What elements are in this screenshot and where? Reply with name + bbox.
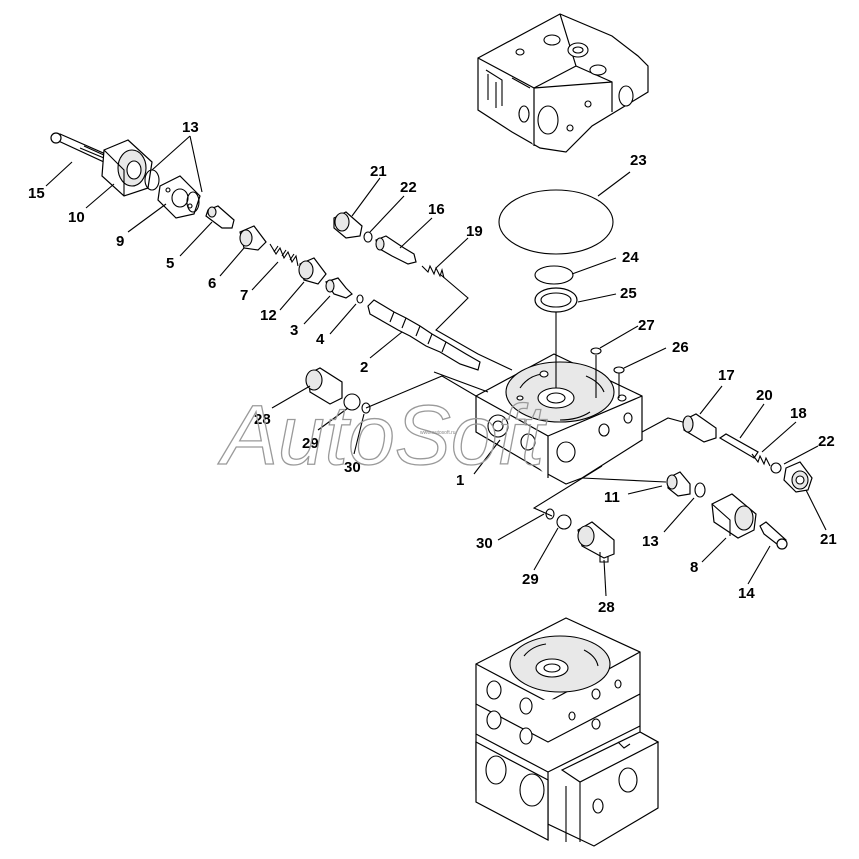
callout-24: 24: [622, 249, 639, 266]
plug-28-left: [305, 367, 343, 405]
callout-27: 27: [638, 317, 655, 334]
callout-29-left: 29: [302, 435, 319, 452]
end-cap-8: [711, 493, 757, 539]
callout-21-right: 21: [820, 531, 837, 548]
seal-ring-25: [534, 287, 578, 313]
callout-23: 23: [630, 152, 647, 169]
callout-28-bottom: 28: [598, 599, 615, 616]
callout-22-top: 22: [400, 179, 417, 196]
callout-11: 11: [604, 489, 620, 506]
bottom-valve-stack: [475, 617, 660, 847]
o-ring-24: [534, 265, 574, 285]
callout-labels: 1 2 3 4 5 6 7 8 9 10 11 12 13 13 14 15 1…: [28, 119, 837, 616]
o-ring-29-left: [343, 393, 361, 411]
spool-2: [367, 299, 481, 371]
callout-8: 8: [690, 559, 698, 576]
valve-16: [375, 235, 417, 265]
spring-18: [751, 453, 771, 467]
callout-21-top: 21: [370, 163, 387, 180]
plug-21-right: [783, 461, 813, 493]
piston-5: [205, 205, 235, 229]
leader-lines: [45, 135, 827, 597]
callout-7: 7: [240, 287, 248, 304]
o-ring-29-bottom: [556, 514, 572, 530]
callout-22-right: 22: [818, 433, 835, 450]
callout-13-right: 13: [642, 533, 659, 550]
callout-29-bottom: 29: [522, 571, 539, 588]
callout-13-top: 13: [182, 119, 199, 136]
callout-15: 15: [28, 185, 45, 202]
callout-3: 3: [290, 322, 298, 339]
plug-21-top: [333, 211, 363, 239]
top-cover-block: [477, 13, 649, 153]
sleeve-6: [239, 225, 267, 251]
watermark-url: www.autosoft.ru: [420, 430, 456, 436]
end-cap-10: [101, 139, 153, 197]
o-ring-23: [498, 189, 614, 255]
o-ring-13-b: [186, 191, 200, 213]
collar-11: [666, 471, 691, 497]
spring-7: [269, 243, 299, 267]
o-ring-26: [613, 366, 625, 374]
o-ring-22-top: [363, 231, 373, 243]
callout-17: 17: [718, 367, 735, 384]
callout-18: 18: [790, 405, 807, 422]
watermark-text: AutoSoft: [217, 388, 548, 482]
callout-28-left: 28: [254, 411, 271, 428]
callout-1: 1: [456, 472, 464, 489]
spring-19: [421, 264, 445, 279]
collar-12: [298, 257, 327, 285]
bolt-15: [50, 132, 112, 163]
callout-26: 26: [672, 339, 689, 356]
valve-17: [682, 413, 717, 443]
callout-14: 14: [738, 585, 755, 602]
o-ring-30-left: [361, 402, 371, 414]
callout-20: 20: [756, 387, 773, 404]
callout-30-left: 30: [344, 459, 361, 476]
bolt-14: [759, 521, 788, 550]
valve-body-1: [475, 353, 643, 485]
o-ring-13-c: [694, 482, 706, 498]
callout-12: 12: [260, 307, 277, 324]
callout-4: 4: [316, 331, 325, 348]
callout-19: 19: [466, 223, 483, 240]
callout-16: 16: [428, 201, 445, 218]
o-ring-27: [590, 347, 602, 355]
callout-2: 2: [360, 359, 368, 376]
plug-28-bottom: [577, 521, 615, 563]
o-ring-30-bottom: [545, 508, 555, 520]
callout-5: 5: [166, 255, 174, 272]
callout-6: 6: [208, 275, 216, 292]
callout-10: 10: [68, 209, 85, 226]
callout-25: 25: [620, 285, 637, 302]
o-ring-22-right: [770, 462, 782, 474]
callout-30-bottom: 30: [476, 535, 493, 552]
ring-4: [356, 294, 364, 304]
callout-9: 9: [116, 233, 124, 250]
poppet-3: [325, 277, 353, 299]
pin-20: [718, 433, 759, 459]
